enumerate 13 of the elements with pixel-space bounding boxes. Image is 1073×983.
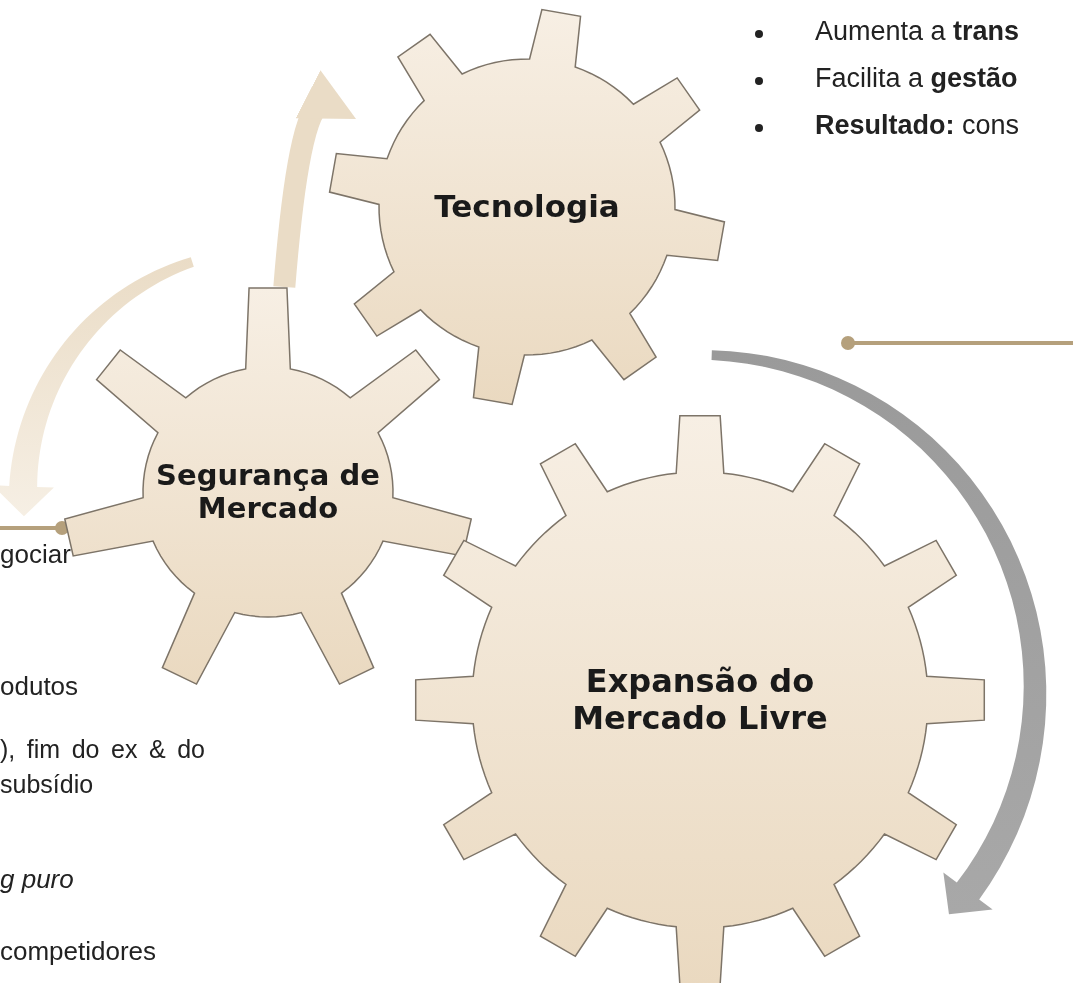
text-label: ), fim do ex & do subsídio xyxy=(0,734,205,800)
gear-label: Expansão do Mercado Livre xyxy=(571,663,829,737)
gear-label: Tecnologia xyxy=(433,189,621,225)
gear-shape xyxy=(414,414,986,983)
text-label: g puro xyxy=(0,863,74,896)
gear-label: Segurança de Mercado xyxy=(155,458,381,526)
text-label: Resultado: cons xyxy=(815,109,1020,142)
gear-shape xyxy=(328,8,726,406)
text-label: Facilita a gestão xyxy=(815,62,1018,95)
text-label: gociar xyxy=(0,538,71,571)
text-label: odutos xyxy=(0,670,79,703)
text-label: competidores xyxy=(0,935,157,968)
text-label: Aumenta a trans xyxy=(815,15,1020,48)
